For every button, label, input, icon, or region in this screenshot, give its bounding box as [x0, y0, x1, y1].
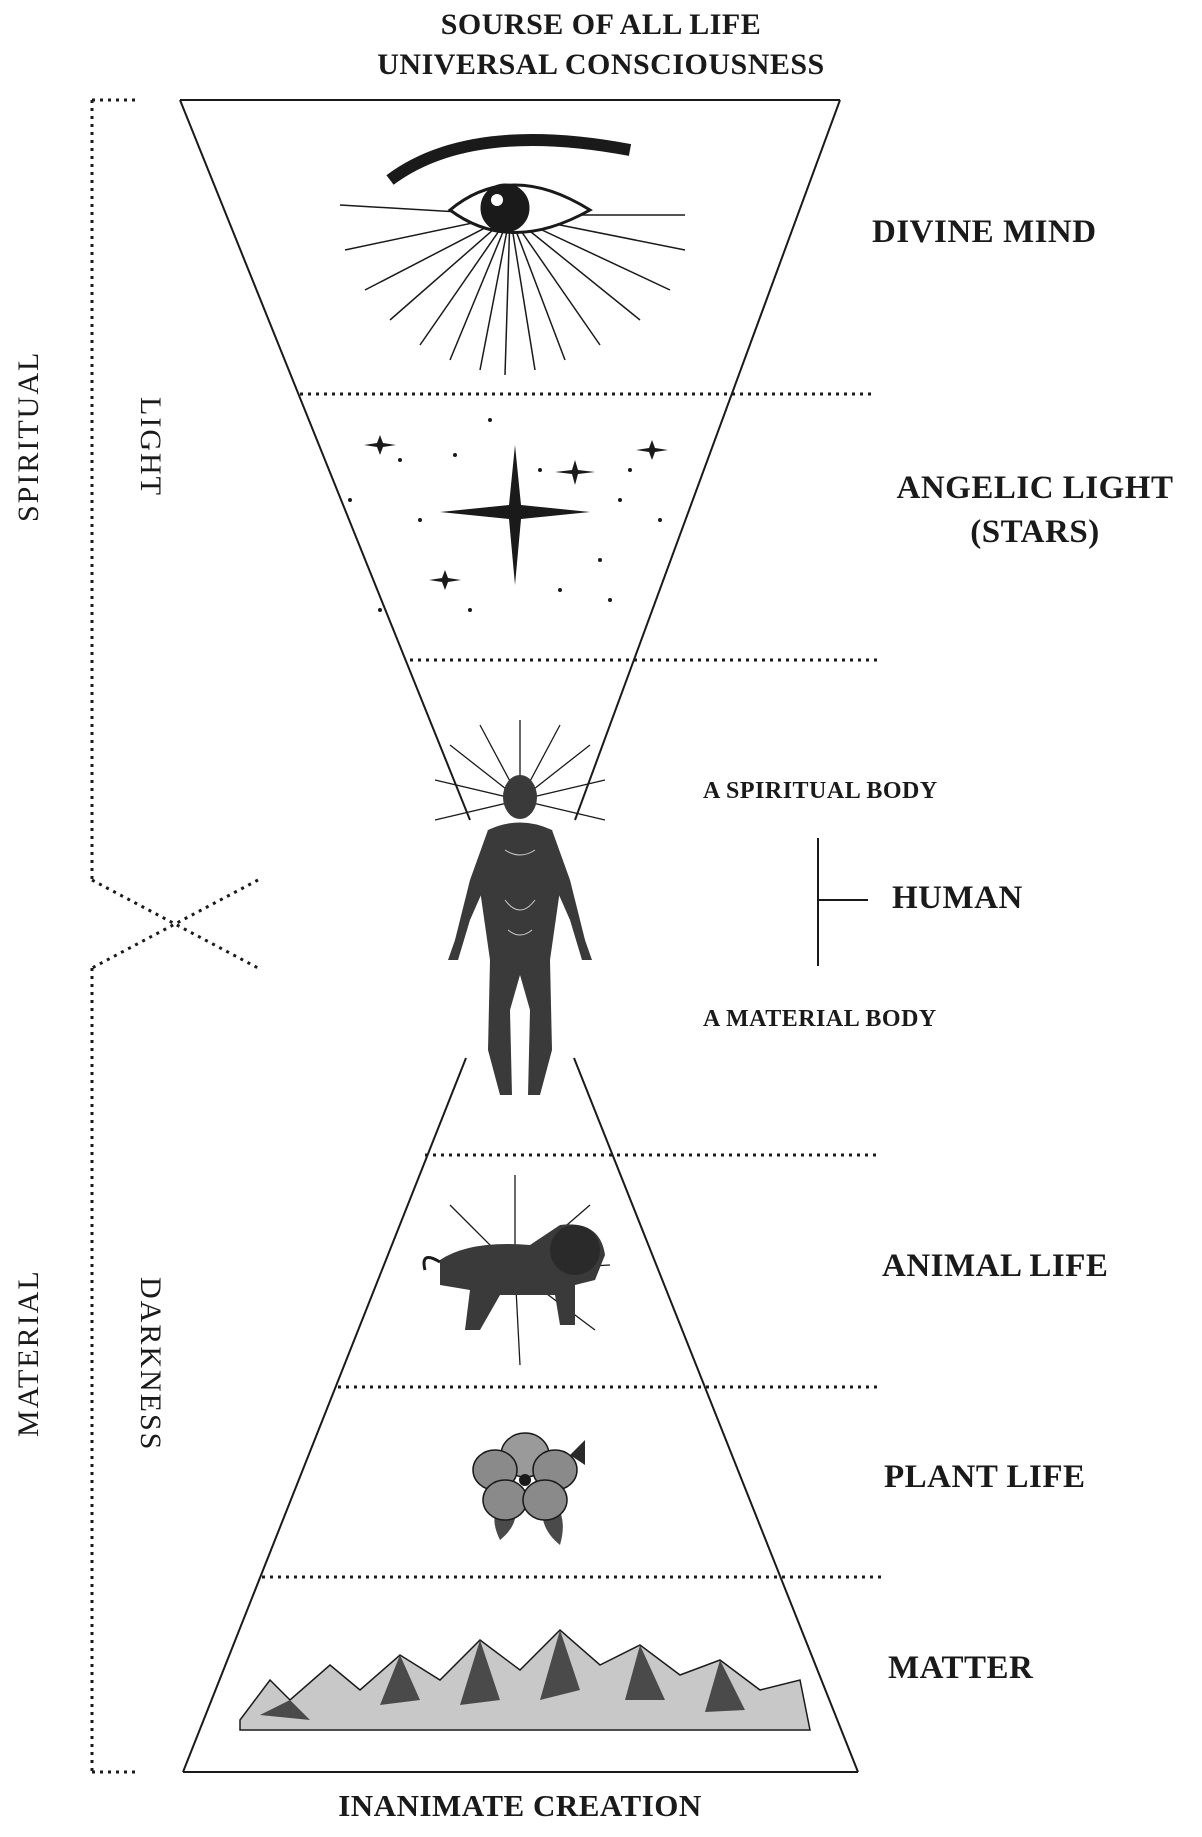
plant-life-label: PLANT LIFE	[884, 1459, 1086, 1496]
level-dividers	[262, 394, 884, 1577]
flower-icon	[473, 1433, 585, 1545]
human-figure-icon	[435, 720, 605, 1095]
stars-icon	[348, 418, 668, 612]
matter-label: MATTER	[888, 1650, 1033, 1687]
light-label: LIGHT	[133, 382, 167, 512]
inanimate-creation-label: INANIMATE CREATION	[0, 1788, 1040, 1824]
spiritual-body-label: A SPIRITUAL BODY	[703, 778, 938, 805]
stars-label: (STARS)	[875, 514, 1195, 551]
eye-icon	[340, 140, 685, 375]
animal-life-label: ANIMAL LIFE	[882, 1248, 1108, 1285]
angelic-light-label: ANGELIC LIGHT	[875, 470, 1195, 507]
lion-icon	[424, 1175, 610, 1365]
material-body-label: A MATERIAL BODY	[703, 1006, 937, 1033]
darkness-label: DARKNESS	[133, 1277, 167, 1447]
spiritual-label: SPIRITUAL	[12, 372, 46, 522]
material-bracket	[92, 880, 258, 1772]
human-label: HUMAN	[892, 880, 1023, 917]
divine-mind-label: DIVINE MIND	[872, 214, 1097, 251]
material-label: MATERIAL	[12, 1287, 46, 1437]
lower-triangle	[183, 1058, 858, 1772]
mountains-icon	[240, 1630, 810, 1730]
human-bracket	[818, 838, 868, 966]
